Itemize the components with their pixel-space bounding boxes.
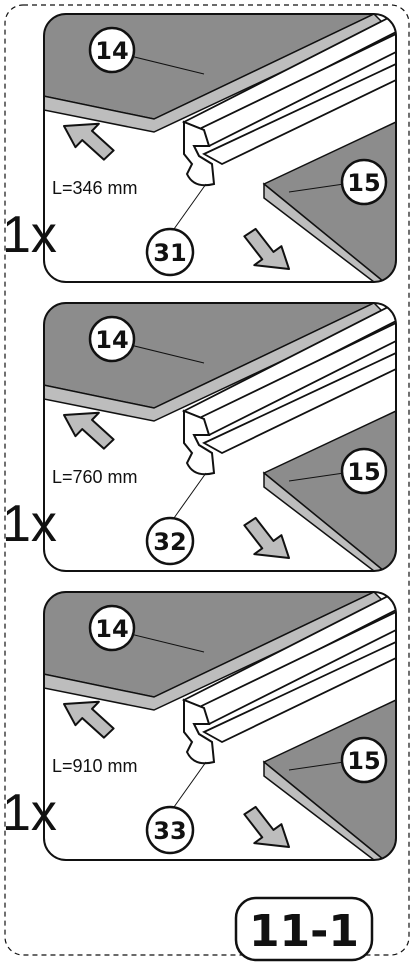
callout-15: 15 — [340, 736, 388, 784]
svg-text:11-1: 11-1 — [249, 906, 359, 957]
svg-text:15: 15 — [347, 169, 380, 197]
length-label: L=910 mm — [52, 756, 138, 776]
profile-end — [183, 120, 216, 187]
svg-text:31: 31 — [153, 239, 186, 267]
callout-profile: 33 — [145, 805, 195, 855]
length-label: L=760 mm — [52, 467, 138, 487]
panel-1: 14 15 31 L=346 mm — [43, 13, 397, 283]
callout-14: 14 — [88, 26, 136, 74]
dashed-frame — [4, 4, 410, 956]
svg-text:14: 14 — [95, 37, 128, 65]
svg-text:33: 33 — [153, 817, 186, 845]
length-label: L=346 mm — [52, 178, 138, 198]
panel-border — [43, 13, 397, 283]
svg-text:15: 15 — [347, 458, 380, 486]
svg-text:15: 15 — [347, 747, 380, 775]
arrow-icon — [233, 224, 299, 283]
panel-3: 14 15 33 L=910 mm — [43, 591, 397, 861]
step-number-badge: 11-1 — [234, 896, 374, 962]
quantity-label: 1x — [2, 495, 57, 553]
callout-profile: 32 — [145, 516, 195, 566]
callout-14: 14 — [88, 315, 136, 363]
svg-text:14: 14 — [95, 615, 128, 643]
arrow-icon — [233, 802, 299, 861]
svg-text:14: 14 — [95, 326, 128, 354]
quantity-label: 1x — [2, 784, 57, 842]
callout-15: 15 — [340, 447, 388, 495]
callout-15: 15 — [340, 158, 388, 206]
svg-text:32: 32 — [153, 528, 186, 556]
panel-2: 14 15 32 L=760 mm — [43, 302, 397, 572]
board-15-edge — [263, 182, 387, 282]
arrow-icon — [233, 513, 299, 572]
quantity-label: 1x — [2, 206, 57, 264]
callout-profile: 31 — [145, 227, 195, 277]
callout-14: 14 — [88, 604, 136, 652]
